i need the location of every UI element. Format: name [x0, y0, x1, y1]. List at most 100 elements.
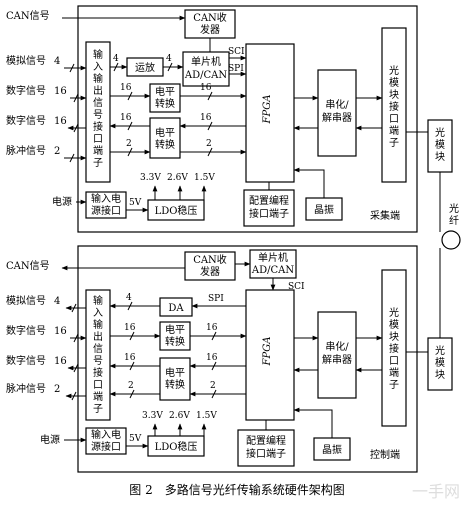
collect-digital-tick-1	[73, 93, 79, 103]
collect-15v-label: 1.5V	[194, 173, 215, 183]
control-ldo	[147, 435, 205, 457]
control-sci-label: SCI	[288, 282, 305, 292]
control-33v-label: 3.3V	[142, 411, 163, 421]
control-digital-signal-1: 数字信号	[6, 324, 46, 337]
control-ls2-io-tick	[129, 361, 135, 371]
control-can-transceiver	[184, 251, 236, 281]
control-fpga-pulse-tick	[211, 389, 217, 399]
collect-config-port	[243, 189, 295, 227]
collect-pulse-fpga-tick	[207, 147, 213, 157]
collect-serdes	[317, 69, 357, 157]
control-pulse-io-count: 2	[128, 381, 134, 391]
collect-section: 采集端 CAN信号 模拟信号 4 数字信号 16 数字信号 16 脉冲信号 2 …	[6, 5, 428, 233]
collect-io-opamp-tick	[113, 62, 119, 72]
collect-io-pulse-count: 2	[126, 139, 132, 149]
collect-opamp-mcu-tick	[167, 62, 173, 72]
fiber-link: 光模块 光纤 光模块	[427, 119, 461, 391]
control-level-shift-2	[159, 357, 191, 401]
control-power-port-label: 输入电源接口	[91, 428, 121, 453]
control-da-io-tick	[127, 301, 133, 311]
control-spi-label: SPI	[208, 294, 224, 304]
collect-optical-port-label: 光模块接口端子	[389, 64, 399, 149]
collect-can-signal: CAN信号	[6, 10, 50, 22]
control-fpga	[245, 289, 295, 421]
collect-5v-label: 5V	[129, 198, 142, 208]
collect-power-port	[85, 191, 127, 219]
control-serdes-label: 串化/解串器	[322, 340, 352, 366]
control-digital-count-2: 16	[54, 356, 67, 367]
control-crystal-label: 晶振	[322, 443, 342, 456]
fiber-label: 光纤	[449, 202, 459, 227]
collect-io-pulse-tick	[127, 147, 133, 157]
collect-level-shift-2	[149, 117, 181, 159]
collect-io-port-label: 输入输出信号接口端子	[93, 48, 103, 169]
control-optical-port	[381, 269, 407, 427]
control-crystal-to-fpga	[293, 407, 333, 438]
collect-op-amp-label: 运放	[135, 61, 155, 74]
control-mcu	[249, 249, 297, 279]
collect-26v-label: 2.6V	[167, 173, 188, 183]
collect-fpga-label: FPGA	[262, 95, 273, 125]
control-analog-signal: 模拟信号	[6, 294, 46, 307]
collect-pulse-signal: 脉冲信号	[6, 144, 46, 157]
control-config-port-label: 配置编程接口端子	[246, 434, 286, 460]
control-frame	[77, 245, 418, 473]
control-io-ls1-count: 16	[124, 323, 136, 333]
collect-opamp-mcu-count: 4	[166, 54, 172, 64]
collect-ls1-fpga-tick	[207, 91, 213, 101]
collect-ls2-io-tick	[127, 121, 133, 131]
control-optical-port-label: 光模块接口端子	[389, 306, 399, 391]
control-power-port	[85, 427, 127, 455]
control-fpga-label: FPGA	[262, 337, 273, 367]
collect-fpga	[245, 43, 295, 183]
control-analog-count: 4	[54, 296, 60, 307]
collect-io-ls1-count: 16	[120, 83, 132, 93]
collect-pulse-tick	[69, 153, 75, 163]
control-power-label: 电源	[40, 433, 60, 446]
control-section-label: 控制端	[370, 448, 400, 461]
collect-sci-label: SCI	[228, 47, 245, 57]
collect-analog-signal: 模拟信号	[6, 54, 46, 67]
control-io-port	[85, 289, 111, 421]
collect-33v-label: 3.3V	[140, 173, 161, 183]
control-fpga-ls2-tick	[211, 361, 217, 371]
collect-spi-label: SPI	[228, 64, 244, 74]
collect-level-shift-1-label: 电平转换	[155, 85, 175, 110]
collect-optical-port	[381, 27, 407, 183]
control-digital-signal-2: 数字信号	[6, 354, 46, 367]
control-pulse-io-tick	[129, 389, 135, 399]
control-15v-label: 1.5V	[196, 411, 217, 421]
collect-digital-tick-2	[73, 123, 79, 133]
control-pulse-signal: 脉冲信号	[6, 382, 46, 395]
collect-ls1-fpga-count: 16	[200, 83, 212, 93]
collect-crystal-to-fpga	[293, 167, 325, 198]
control-ls1-fpga-count: 16	[206, 323, 218, 333]
control-da-label: DA	[168, 303, 184, 314]
control-digital-count-1: 16	[54, 326, 67, 337]
collect-serdes-label: 串化/解串器	[322, 98, 352, 124]
collect-fpga-ls2-count: 16	[200, 113, 212, 123]
collect-digital-count-2: 16	[54, 116, 67, 127]
collect-optical-module-label: 光模块	[435, 126, 445, 163]
collect-power-port-label: 输入电源接口	[91, 192, 121, 217]
collect-analog-tick	[69, 63, 75, 73]
control-pulse-count: 2	[54, 384, 60, 395]
collect-section-label: 采集端	[370, 209, 400, 222]
control-optical-module-label: 光模块	[435, 344, 445, 381]
collect-io-port	[85, 41, 111, 183]
collect-mcu	[182, 51, 230, 87]
collect-pulse-count: 2	[54, 146, 60, 157]
control-can-transceiver-label: CAN收发器	[193, 253, 227, 278]
control-io-ls1-tick	[129, 331, 135, 341]
control-5v-label: 5V	[129, 434, 142, 444]
collect-pulse-fpga-count: 2	[206, 139, 212, 149]
collect-fpga-ls2-tick	[207, 121, 213, 131]
control-fpga-pulse-count: 2	[210, 381, 216, 391]
collect-digital-count-1: 16	[54, 86, 67, 97]
collect-crystal-label: 晶振	[314, 203, 334, 216]
control-serdes	[317, 311, 357, 399]
figure-caption: 图 2 多路信号光纤传输系统硬件架构图	[129, 482, 344, 497]
